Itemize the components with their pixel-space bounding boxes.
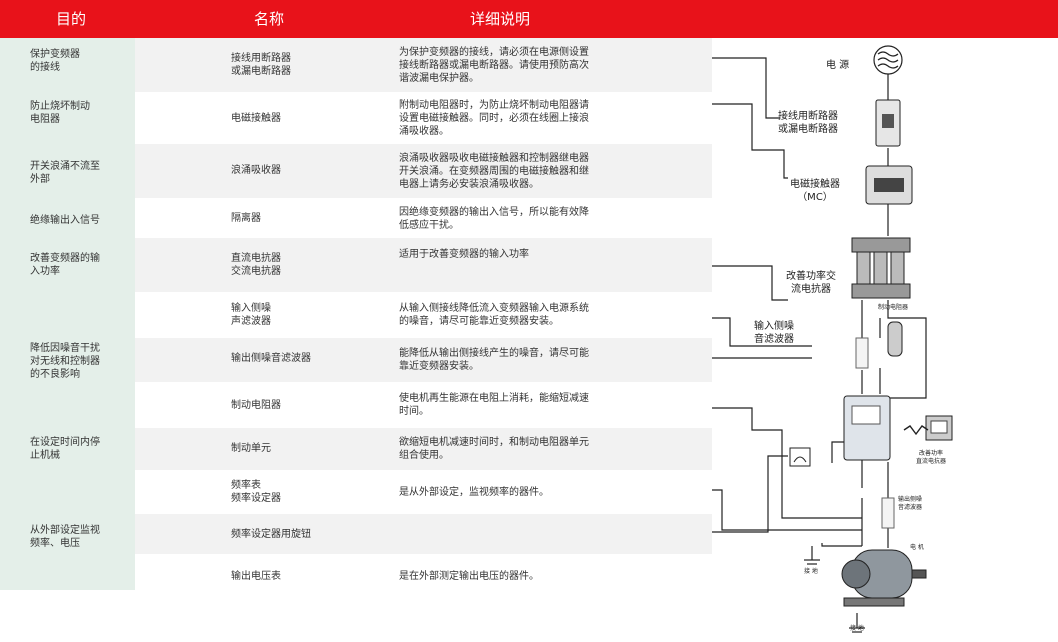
output-filter-label: 输出侧噪 音滤波器: [898, 496, 923, 511]
purpose-cell: 开关浪涌不流至 外部: [30, 161, 100, 185]
wiring-diagram: 电 源 接线用断路器 或漏电断路器 电磁接触器 （MC） 改善功率交 流电抗器 …: [712, 38, 1058, 642]
row-name: 输入侧噪 声滤波器: [231, 303, 271, 327]
header-name: 名称: [254, 10, 285, 28]
row-name: 输出电压表: [231, 571, 281, 582]
table-row: 输出电压表 是在外部测定输出电压的器件。: [135, 554, 712, 591]
purpose-cell: 改善变频器的输 入功率: [30, 253, 100, 277]
dc-reactor-label: 改善功率 直流电抗器: [916, 450, 947, 465]
reactor-label: 改善功率交 流电抗器: [786, 271, 836, 295]
row-name: 浪涌吸收器: [231, 165, 281, 176]
input-filter-label: 输入侧噪 音滤波器: [754, 321, 794, 345]
row-detail: 因绝缘变频器的输出入信号，所以能有效降 低感应干扰。: [399, 207, 589, 231]
purpose-cell: 降低因噪音干扰 对无线和控制器 的不良影响: [30, 343, 100, 380]
purpose-cell: 绝缘输出入信号: [30, 215, 100, 226]
row-detail: 欲缩短电机减速时间时，和制动电阻器单元 组合使用。: [399, 437, 589, 461]
power-label: 电 源: [826, 60, 850, 71]
row-name: 隔离器: [231, 213, 261, 224]
row-name: 直流电抗器 交流电抗器: [231, 253, 281, 277]
table-row: 浪涌吸收器 浪涌吸收器吸收电磁接触器和控制器继电器 开关浪涌。在变频器周围的电磁…: [135, 144, 712, 199]
contactor-label: 电磁接触器 （MC）: [790, 179, 840, 203]
row-detail: 适用于改善变频器的输入功率: [399, 249, 529, 260]
row-name: 电磁接触器: [231, 113, 281, 124]
table-header: 目的 名称 详细说明: [0, 0, 1058, 38]
header-purpose: 目的: [56, 10, 87, 28]
table-row: 直流电抗器 交流电抗器 适用于改善变频器的输入功率: [135, 238, 712, 293]
row-name: 输出侧噪音滤波器: [231, 353, 311, 364]
table-row: 制动电阻器 使电机再生能源在电阻上消耗，能缩短减速 时间。: [135, 382, 712, 429]
purpose-cell: 在设定时间内停 止机械: [30, 437, 100, 461]
row-name: 频率表 频率设定器: [231, 480, 281, 504]
ground-label: 接 地: [804, 568, 818, 575]
row-name: 接线用断路器 或漏电断路器: [231, 53, 291, 77]
row-name: 频率设定器用旋钮: [231, 529, 311, 540]
row-name: 制动单元: [231, 443, 271, 454]
breaker-label: 接线用断路器 或漏电断路器: [778, 111, 838, 135]
wiring-lines: [712, 45, 953, 633]
row-detail: 能降低从输出侧接线产生的噪音，请尽可能 靠近变频器安装。: [399, 348, 589, 372]
row-detail: 从输入侧接线降低流入变频器输入电源系统 的噪音，请尽可能靠近变频器安装。: [399, 303, 589, 327]
row-name: 制动电阻器: [231, 400, 281, 411]
row-detail: 是在外部测定输出电压的器件。: [399, 571, 539, 582]
table-row: 接线用断路器 或漏电断路器 为保护变频器的接线，请必须在电源侧设置 接线断路器或…: [135, 38, 712, 93]
purpose-cell: 保护变频器 的接线: [30, 49, 80, 73]
row-detail: 是从外部设定，监视频率的器件。: [399, 487, 549, 498]
row-detail: 浪涌吸收器吸收电磁接触器和控制器继电器 开关浪涌。在变频器周围的电磁接触器和继 …: [399, 153, 589, 190]
table-row: 制动单元 欲缩短电机减速时间时，和制动电阻器单元 组合使用。: [135, 428, 712, 471]
purpose-cell: 防止烧坏制动 电阻器: [30, 101, 90, 125]
table-row: 输入侧噪 声滤波器 从输入侧接线降低流入变频器输入电源系统 的噪音，请尽可能靠近…: [135, 292, 712, 339]
brake-resistor-label: 制动电阻器: [878, 304, 909, 311]
table-row: 电磁接触器 附制动电阻器时，为防止烧坏制动电阻器请 设置电磁接触器。同时，必须在…: [135, 92, 712, 145]
motor-label: 电 机: [910, 544, 924, 551]
row-detail: 附制动电阻器时，为防止烧坏制动电阻器请 设置电磁接触器。同时，必须在线圈上接浪 …: [399, 100, 589, 137]
purpose-cell: 从外部设定监视 频率、电压: [30, 525, 100, 549]
table-row: 输出侧噪音滤波器 能降低从输出侧接线产生的噪音，请尽可能 靠近变频器安装。: [135, 338, 712, 383]
row-detail: 使电机再生能源在电阻上消耗，能缩短减速 时间。: [399, 393, 589, 417]
ground-label: 接 地: [850, 625, 864, 632]
table-row: 频率设定器用旋钮: [135, 514, 712, 555]
header-detail: 详细说明: [470, 10, 531, 28]
device-table: 保护变频器 的接线 防止烧坏制动 电阻器 开关浪涌不流至 外部 绝缘输出入信号 …: [0, 38, 712, 598]
row-detail: 为保护变频器的接线，请必须在电源侧设置 接线断路器或漏电断路器。请使用预防高次 …: [399, 47, 589, 84]
table-row: 隔离器 因绝缘变频器的输出入信号，所以能有效降 低感应干扰。: [135, 198, 712, 239]
table-row: 频率表 频率设定器 是从外部设定，监视频率的器件。: [135, 470, 712, 515]
purpose-column: 保护变频器 的接线 防止烧坏制动 电阻器 开关浪涌不流至 外部 绝缘输出入信号 …: [0, 38, 135, 590]
